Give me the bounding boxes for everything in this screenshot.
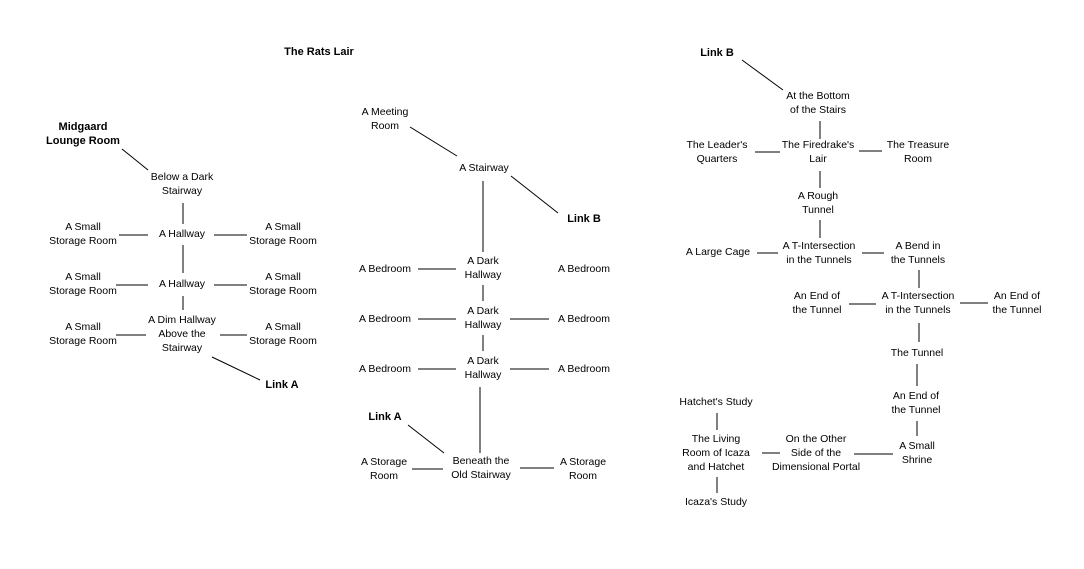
room-bedroom-2: A Bedroom xyxy=(558,263,610,275)
room-hallway-1: A Hallway xyxy=(158,228,206,240)
room-bedroom-6: A Bedroom xyxy=(558,363,610,375)
room-bedroom-1: A Bedroom xyxy=(359,263,411,275)
room-bedroom-3: A Bedroom xyxy=(359,313,411,325)
room-dark-hallway-3: A Dark Hallway xyxy=(464,355,502,381)
room-living-room: The Living Room of Icaza and Hatchet xyxy=(682,433,750,473)
connection-line xyxy=(741,59,784,91)
room-t-intersection-2: A T-Intersection in the Tunnels xyxy=(881,290,955,316)
room-treasure-room: The Treasure Room xyxy=(886,139,950,165)
room-dark-hallway-2: A Dark Hallway xyxy=(464,305,502,331)
room-beneath-old-stairway: Beneath the Old Stairway xyxy=(451,455,511,481)
connection-line xyxy=(409,126,458,157)
room-bend-in-tunnels: A Bend in the Tunnels xyxy=(890,240,946,266)
room-rough-tunnel: A Rough Tunnel xyxy=(797,190,839,216)
room-bottom-of-stairs: At the Bottom of the Stairs xyxy=(786,90,850,116)
room-hatchets-study: Hatchet's Study xyxy=(679,396,753,408)
room-small-storage-3: A Small Storage Room xyxy=(49,271,117,297)
room-below-dark-stairway: Below a Dark Stairway xyxy=(150,171,214,197)
room-bedroom-4: A Bedroom xyxy=(558,313,610,325)
room-small-storage-4: A Small Storage Room xyxy=(249,271,317,297)
room-t-intersection-1: A T-Intersection in the Tunnels xyxy=(782,240,856,266)
room-firedrakes-lair: The Firedrake's Lair xyxy=(781,139,855,165)
room-large-cage: A Large Cage xyxy=(685,246,751,258)
connection-line xyxy=(407,424,445,454)
link-a-label: Link A xyxy=(265,379,299,391)
room-small-storage-6: A Small Storage Room xyxy=(249,321,317,347)
connection-line xyxy=(121,148,149,171)
connection-line xyxy=(510,175,559,214)
room-small-storage-1: A Small Storage Room xyxy=(49,221,117,247)
room-storage-room-1: A Storage Room xyxy=(360,456,408,482)
map-title: The Rats Lair xyxy=(284,46,354,58)
link-a-label: Link A xyxy=(368,411,402,423)
room-other-side-portal: On the Other Side of the Dimensional Por… xyxy=(771,433,861,473)
link-b-label: Link B xyxy=(700,47,734,59)
room-leaders-quarters: The Leader's Quarters xyxy=(686,139,748,165)
connection-line xyxy=(211,356,261,381)
room-meeting-room: A Meeting Room xyxy=(361,106,409,132)
room-hallway-2: A Hallway xyxy=(158,278,206,290)
room-storage-room-2: A Storage Room xyxy=(559,456,607,482)
room-icazas-study: Icaza's Study xyxy=(684,496,748,508)
room-dim-hallway: A Dim Hallway Above the Stairway xyxy=(148,314,216,354)
room-bedroom-5: A Bedroom xyxy=(359,363,411,375)
room-midgaard-lounge: Midgaard Lounge Room xyxy=(46,121,120,147)
room-end-of-tunnel-1: An End of the Tunnel xyxy=(792,290,842,316)
room-small-shrine: A Small Shrine xyxy=(899,440,935,466)
room-dark-hallway-1: A Dark Hallway xyxy=(464,255,502,281)
room-end-of-tunnel-2: An End of the Tunnel xyxy=(992,290,1042,316)
link-b-label: Link B xyxy=(567,213,601,225)
room-end-of-tunnel-3: An End of the Tunnel xyxy=(891,390,941,416)
room-small-storage-5: A Small Storage Room xyxy=(49,321,117,347)
room-stairway: A Stairway xyxy=(459,162,509,174)
room-small-storage-2: A Small Storage Room xyxy=(249,221,317,247)
room-the-tunnel: The Tunnel xyxy=(890,347,944,359)
